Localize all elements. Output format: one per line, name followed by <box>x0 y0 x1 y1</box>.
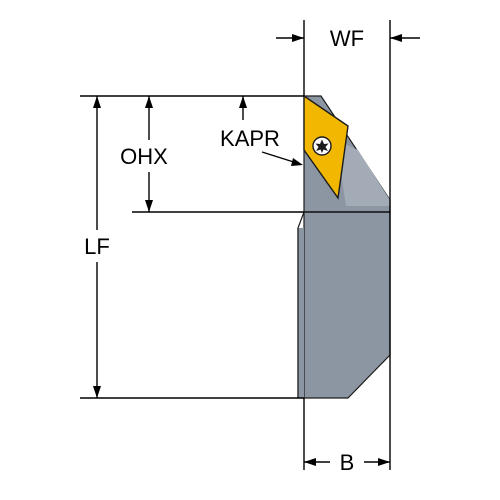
ohx-dimension: OHX <box>120 96 168 212</box>
wf-label: WF <box>330 26 364 51</box>
kapr-dimension: KAPR <box>220 96 303 166</box>
ohx-label: OHX <box>120 144 168 169</box>
cutting-insert <box>303 94 349 200</box>
holder-neck-fill <box>298 228 304 398</box>
b-label: B <box>340 450 355 475</box>
kapr-label: KAPR <box>220 126 280 151</box>
wf-dimension: WF <box>276 26 420 51</box>
extension-lines <box>80 20 391 470</box>
tool-holder <box>297 95 391 399</box>
holder-shank <box>303 211 391 399</box>
lf-label: LF <box>84 234 110 259</box>
holder-head-shade <box>336 140 390 206</box>
b-dimension: B <box>304 450 390 475</box>
torx-screw-icon <box>312 136 332 156</box>
lf-dimension: LF <box>84 96 110 398</box>
